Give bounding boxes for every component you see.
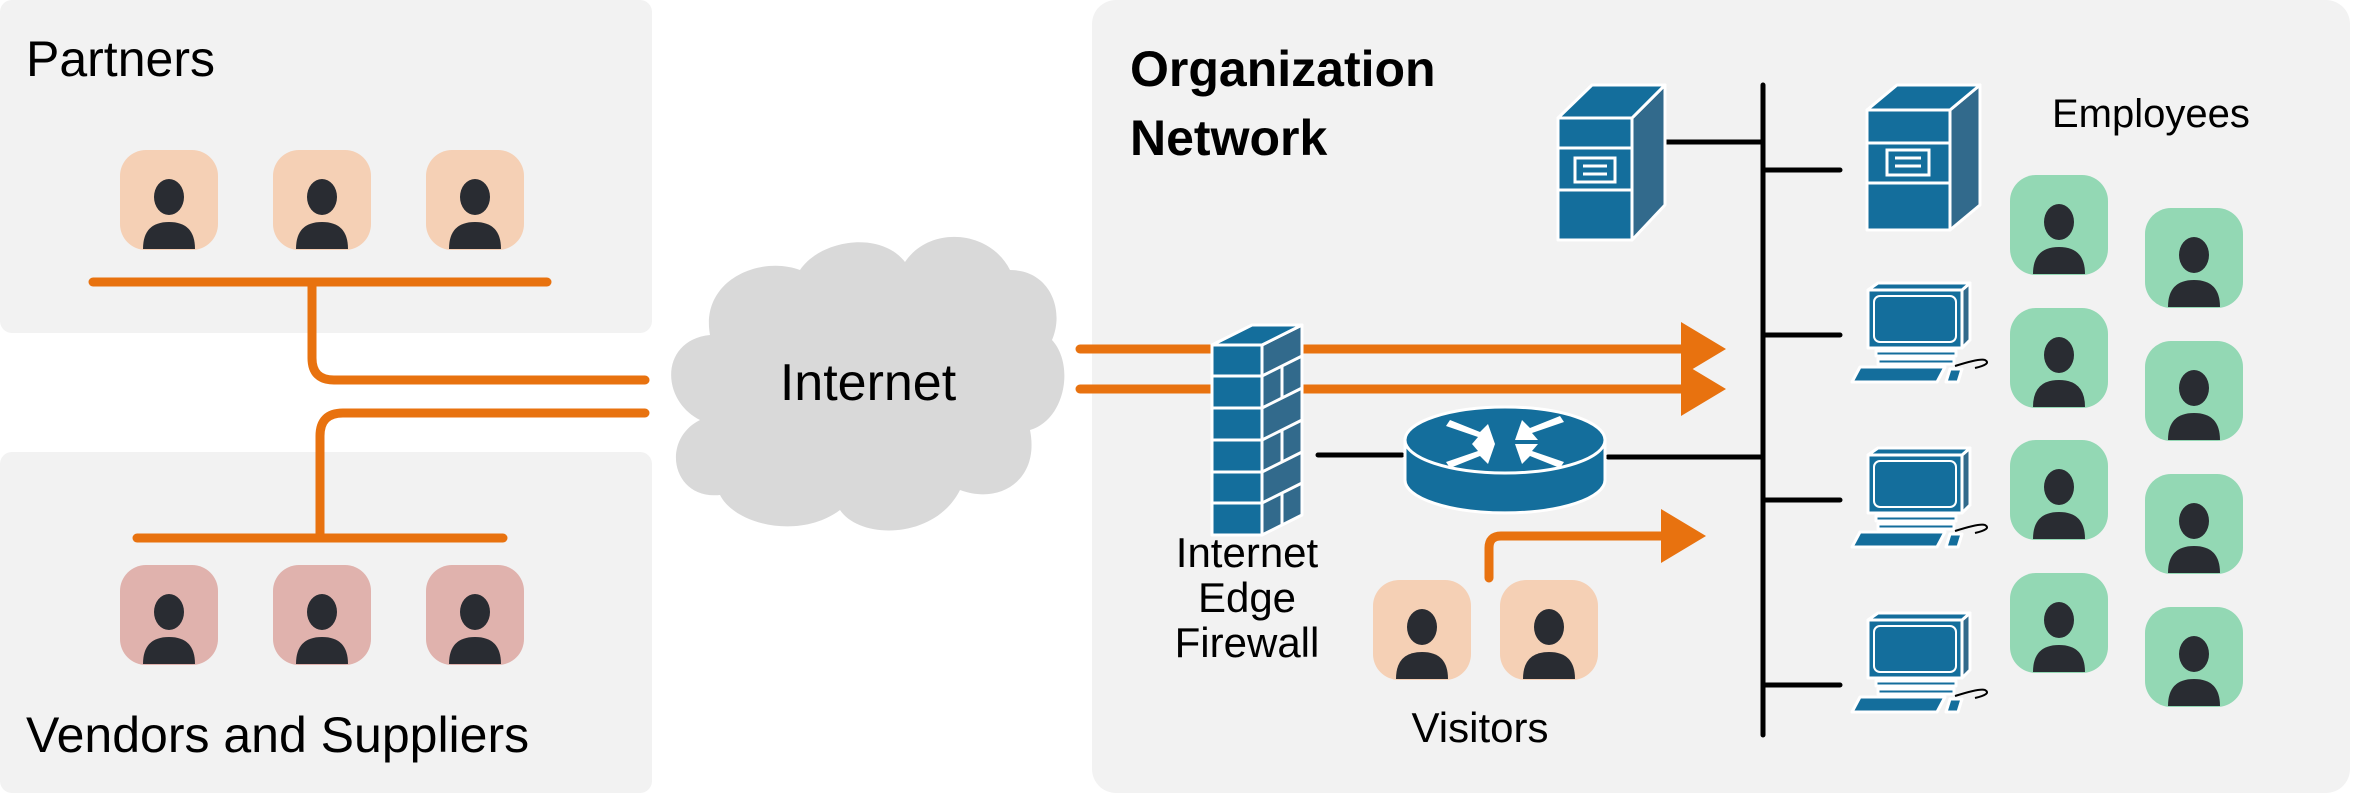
- vendors-uplink: [315, 408, 650, 543]
- vendor-avatar-icon: [120, 565, 218, 665]
- employee-avatar-icon: [2145, 474, 2243, 574]
- employee-avatar-icon: [2010, 573, 2108, 673]
- server-icon: [1556, 83, 1667, 242]
- partner-avatar-icon: [273, 150, 371, 250]
- partner-avatar-icon: [426, 150, 524, 250]
- employee-avatar-icon: [2010, 440, 2108, 540]
- employee-avatar-icon: [2145, 607, 2243, 707]
- router-icon: [1403, 405, 1607, 515]
- employee-avatar-icon: [2145, 208, 2243, 308]
- visitor-avatar-icon: [1373, 580, 1471, 680]
- vendors-title: Vendors and Suppliers: [26, 707, 529, 763]
- partner-avatar-icon: [120, 150, 218, 250]
- workstation-icon: [1850, 281, 1988, 384]
- person-tiles: [120, 150, 2243, 707]
- partners-uplink: [307, 277, 650, 385]
- firewall-label-line1: Internet: [1176, 529, 1319, 576]
- vendor-avatar-icon: [426, 565, 524, 665]
- employee-avatar-icon: [2010, 175, 2108, 275]
- firewall-label-line3: Firewall: [1175, 619, 1320, 666]
- employee-avatar-icon: [2145, 341, 2243, 441]
- employee-avatar-icon: [2010, 308, 2108, 408]
- vendor-avatar-icon: [273, 565, 371, 665]
- employees-title: Employees: [2052, 92, 2250, 136]
- internet-cloud-icon: [671, 236, 1065, 531]
- visitors-flow-arrow: [1484, 509, 1706, 583]
- visitor-avatar-icon: [1500, 580, 1598, 680]
- internet-label: Internet: [780, 354, 957, 412]
- firewall-label-line2: Edge: [1198, 574, 1296, 621]
- visitors-title: Visitors: [1412, 704, 1549, 751]
- firewall-icon: [1210, 323, 1304, 537]
- organization-title-line1: Organization: [1130, 41, 1436, 97]
- organization-title-line2: Network: [1130, 110, 1327, 166]
- server-icon: [1865, 83, 1982, 232]
- partners-title: Partners: [26, 31, 215, 87]
